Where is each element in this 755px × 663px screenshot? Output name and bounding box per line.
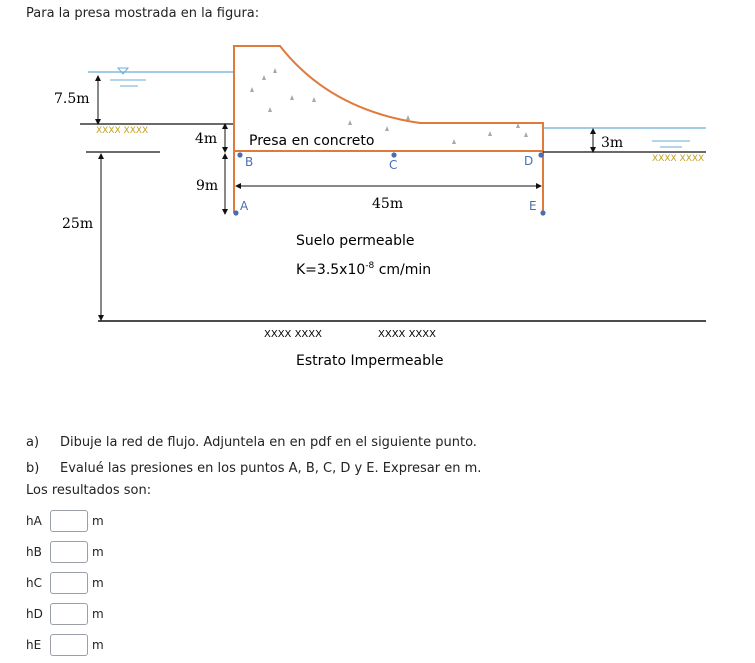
- label-3m: 3m: [601, 135, 623, 151]
- point-label-d: D: [524, 154, 533, 168]
- answer-row-ha: hA m: [26, 508, 104, 534]
- answer-label: hE: [26, 638, 42, 652]
- answer-label: hA: [26, 514, 42, 528]
- answer-unit: m: [92, 607, 104, 621]
- dam-figure: XXXX XXXX 7.5m 25m Presa en concreto 4m …: [54, 45, 706, 369]
- permeability-label: K=3.5x10-8 cm/min: [296, 261, 431, 278]
- soil-label: Suelo permeable: [296, 233, 415, 249]
- answer-list: hA m hB m hC m hD m hE m: [26, 508, 104, 663]
- label-9m: 9m: [196, 178, 218, 194]
- question-text: Evalué las presiones en los puntos A, B,…: [60, 460, 482, 476]
- label-45m: 45m: [372, 196, 403, 212]
- question-letter: b): [26, 460, 40, 476]
- point-label-c: C: [389, 158, 397, 172]
- point-label-a: A: [240, 199, 249, 213]
- answer-row-hb: hB m: [26, 539, 104, 565]
- dam-body: [233, 45, 544, 152]
- question-item: b) Evalué las presiones en los puntos A,…: [26, 456, 481, 480]
- answer-label: hB: [26, 545, 42, 559]
- answer-input-he[interactable]: [50, 634, 88, 656]
- dam-label: Presa en concreto: [249, 133, 374, 149]
- results-label: Los resultados son:: [26, 483, 152, 498]
- stratum-hatch-left: XXXX XXXX: [264, 329, 322, 340]
- intro-text: Para la presa mostrada en la figura:: [26, 6, 260, 21]
- answer-row-he: hE m: [26, 632, 104, 658]
- answer-label: hD: [26, 607, 43, 621]
- answer-input-hb[interactable]: [50, 541, 88, 563]
- answer-row-hd: hD m: [26, 601, 104, 627]
- stratum-label: Estrato Impermeable: [296, 353, 443, 369]
- answer-input-ha[interactable]: [50, 510, 88, 532]
- answer-unit: m: [92, 638, 104, 652]
- answer-row-hc: hC m: [26, 570, 104, 596]
- answer-unit: m: [92, 545, 104, 559]
- downstream-hatch: XXXX XXXX: [652, 154, 704, 164]
- stratum-hatch-right: XXXX XXXX: [378, 329, 436, 340]
- answer-unit: m: [92, 514, 104, 528]
- question-letter: a): [26, 434, 40, 450]
- label-25m: 25m: [62, 216, 93, 232]
- label-7-5m: 7.5m: [54, 91, 90, 107]
- point-markers: [233, 152, 546, 216]
- answer-label: hC: [26, 576, 42, 590]
- downstream-water-symbol: [652, 140, 690, 148]
- concrete-aggregate: [250, 68, 528, 144]
- answer-unit: m: [92, 576, 104, 590]
- answer-input-hc[interactable]: [50, 572, 88, 594]
- point-label-b: B: [245, 155, 253, 169]
- label-4m: 4m: [195, 131, 217, 147]
- question-item: a) Dibuje la red de flujo. Adjuntela en …: [26, 430, 481, 454]
- point-label-e: E: [529, 199, 537, 213]
- question-list: a) Dibuje la red de flujo. Adjuntela en …: [26, 430, 481, 482]
- upstream-hatch: XXXX XXXX: [96, 126, 148, 136]
- answer-input-hd[interactable]: [50, 603, 88, 625]
- question-text: Dibuje la red de flujo. Adjuntela en en …: [60, 434, 477, 450]
- upstream-water-symbol: [110, 67, 146, 87]
